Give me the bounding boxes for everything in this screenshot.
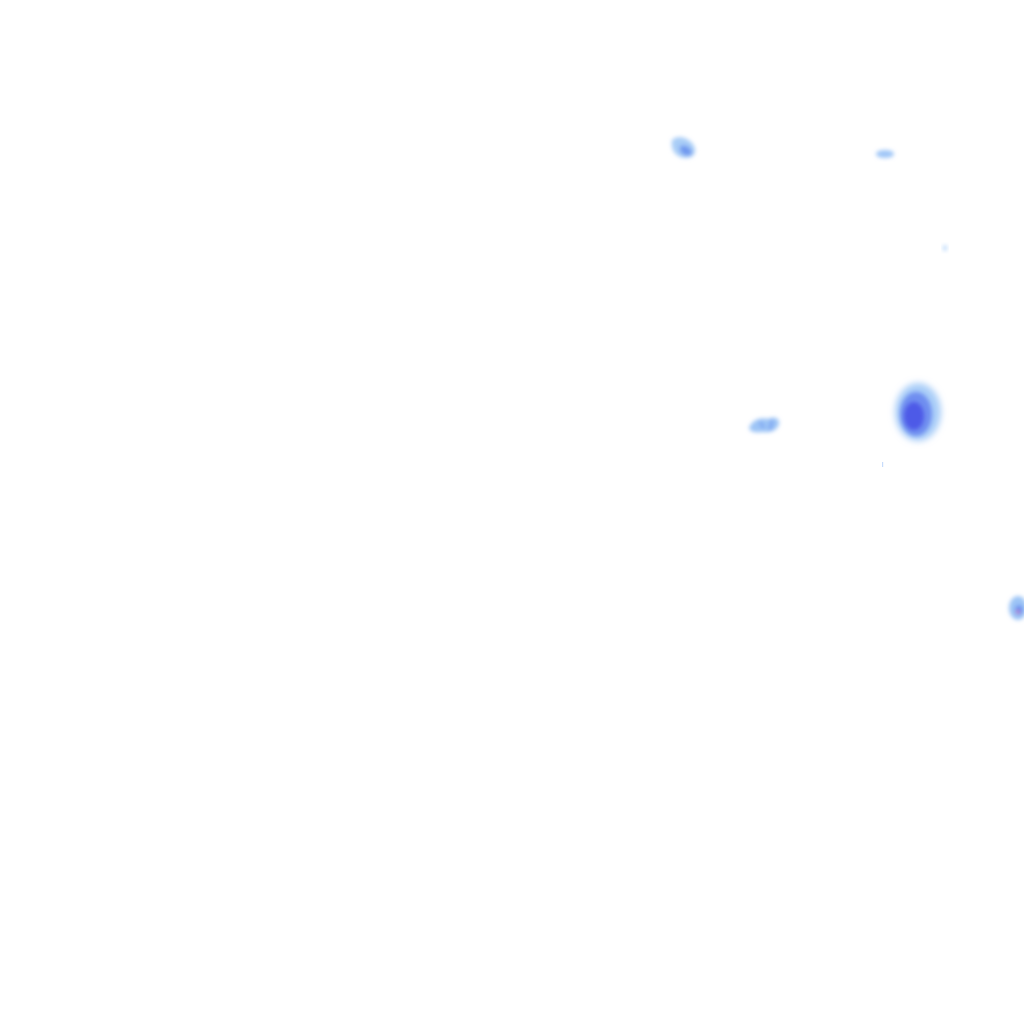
precip-speck-east <box>943 245 947 251</box>
precip-cell-north-west <box>671 137 696 158</box>
precip-cell-east-large <box>895 383 941 441</box>
precip-speck-south-east <box>882 462 884 467</box>
precip-cell-edge-east <box>1009 596 1024 620</box>
precip-cell-central <box>749 417 780 433</box>
precip-cell-north-east <box>876 150 894 158</box>
